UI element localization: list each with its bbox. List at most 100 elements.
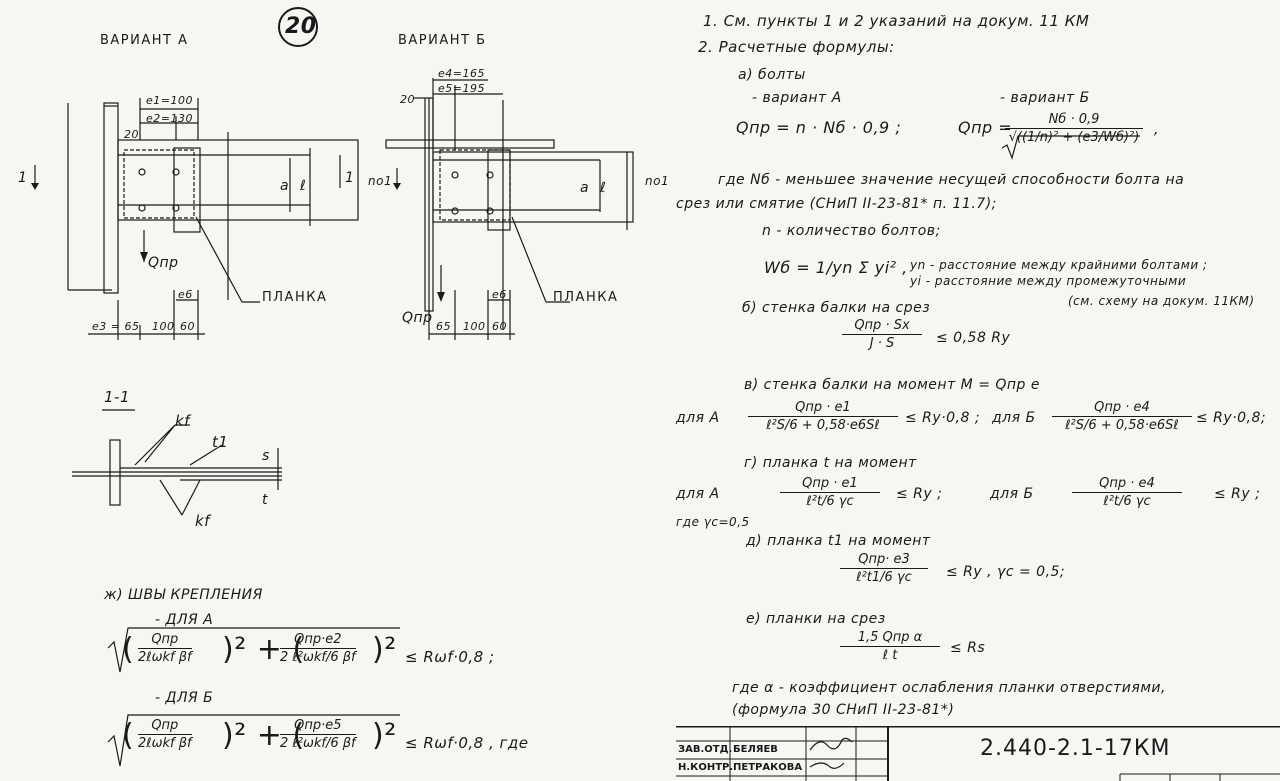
variant-a-e2: e2=130: [146, 112, 193, 125]
variant-b-section-right: no1: [645, 174, 670, 188]
formula-bolts-b-den: √((1/n)² + (e3/Wб)²): [1008, 130, 1140, 145]
formula-v-b-rhs: ≤ Ry·0,8;: [1196, 410, 1267, 426]
variant-b-d65: 65: [436, 320, 451, 333]
weld-b-term1-num: Qпр: [138, 718, 192, 735]
variant-a-e1: e1=100: [146, 94, 193, 107]
note-n-def: n - количество болтов;: [762, 223, 941, 239]
formula-g-b: Qпр · e4 ℓ²t/6 γc: [1072, 476, 1182, 509]
formula-b-num: Qпр · Sx: [842, 318, 922, 335]
weld-a-paren: (: [122, 632, 135, 667]
weld-a-close: )²: [372, 632, 397, 667]
note-yi-def: yi - расстояние между промежуточными: [910, 274, 1187, 288]
formula-g-b-rhs: ≤ Ry ;: [1214, 486, 1261, 502]
weld-b-term2-num: Qпр·e5: [280, 718, 356, 735]
weld-b-term1-den: 2ℓωkf βf: [138, 736, 192, 751]
formula-v-a: Qпр · e1 ℓ²S/6 + 0,58·e6Sℓ: [748, 400, 898, 433]
section-s: s: [262, 448, 270, 464]
weld-a-term1: Qпр 2ℓωkf βf: [138, 632, 192, 665]
note-e-plates-shear: е) планки на срез: [746, 611, 886, 627]
stamp-role-2: Н.КОНТР.: [678, 762, 734, 773]
weld-a-term1-num: Qпр: [138, 632, 192, 649]
formula-bolts-b: Nб · 0,9 √((1/n)² + (e3/Wб)²): [1005, 112, 1143, 145]
variant-a-d60: 60: [180, 320, 195, 333]
formula-v-a-den: ℓ²S/6 + 0,58·e6Sℓ: [766, 418, 880, 433]
weld-b-close: )²: [372, 718, 397, 753]
note-alpha-1: где α - коэффициент ослабления планки от…: [732, 680, 1166, 696]
weld-a-term1-den: 2ℓωkf βf: [138, 650, 192, 665]
formula-g-a: Qпр · e1 ℓ²t/6 γc: [780, 476, 880, 509]
sheet-code: 2.440-2.1-17КМ: [980, 736, 1171, 761]
variant-b-e5: e5=195: [438, 82, 485, 95]
note-2: 2. Расчетные формулы:: [698, 38, 895, 56]
formula-g-a-rhs: ≤ Ry ;: [896, 486, 943, 502]
note-var-b: - вариант Б: [1000, 90, 1090, 106]
stamp-grid: [676, 726, 1280, 781]
formula-e-rhs: ≤ Rs: [950, 640, 986, 656]
weld-b-paren: (: [122, 718, 135, 753]
formula-b-den: J · S: [869, 336, 895, 351]
variant-b-plate-label: ПЛАНКА: [553, 290, 619, 305]
note-where-1: где Nб - меньшее значение несущей способ…: [718, 172, 1185, 188]
note-alpha-2: (формула 30 СНиП II-23-81*): [732, 702, 955, 718]
variant-b-title: ВАРИАНТ Б: [398, 33, 487, 48]
weld-b-plus: )² + (: [222, 718, 305, 753]
formula-v-a-rhs: ≤ Ry·0,8 ;: [905, 410, 981, 426]
formula-e-num: 1,5 Qпр α: [840, 630, 940, 647]
welds-for-a: - ДЛЯ А: [155, 612, 214, 628]
note-yn-def: yn - расстояние между крайними болтами ;: [910, 258, 1208, 272]
variant-b-e6: e6: [492, 288, 507, 301]
note-scheme-ref: (см. схему на докум. 11КМ): [1068, 294, 1255, 308]
formula-bolts-b-num: Nб · 0,9: [1005, 112, 1143, 129]
weld-b-term1: Qпр 2ℓωkf βf: [138, 718, 192, 751]
variant-a-load: Qпр: [148, 255, 179, 271]
note-g-plate-moment: г) планка t на момент: [744, 455, 917, 471]
note-gamma-c: где γc=0,5: [676, 515, 750, 529]
stamp-role-1: ЗАВ.ОТД.: [678, 744, 733, 755]
variant-b-d60: 60: [492, 320, 507, 333]
welds-title: ж) ШВЫ КРЕПЛЕНИЯ: [104, 587, 263, 603]
weld-a-plus: )² + (: [222, 632, 305, 667]
variant-b-d20: 20: [400, 93, 415, 106]
variant-a-title: ВАРИАНТ А: [100, 33, 189, 48]
variant-a-dim-l: ℓ: [300, 178, 307, 194]
sheet-number: 20: [285, 14, 317, 39]
variant-b-d100: 100: [463, 320, 486, 333]
formula-g-for-a: для А: [676, 486, 720, 502]
formula-d-num: Qпр· e3: [840, 552, 928, 569]
welds-for-b: - ДЛЯ Б: [155, 690, 214, 706]
weld-b-term2: Qпр·e5 2 ℓ²ωkf/6 βf: [280, 718, 356, 751]
variant-a-plate-label: ПЛАНКА: [262, 290, 328, 305]
variant-b-e4: e4=165: [438, 67, 485, 80]
weld-b-term2-den: 2 ℓ²ωkf/6 βf: [280, 736, 356, 751]
weld-a-term2-num: Qпр·e2: [280, 632, 356, 649]
variant-a-section-right: 1: [345, 170, 355, 186]
variant-a-d20: 20: [124, 128, 139, 141]
stamp-name-1: БЕЛЯЕВ: [733, 744, 778, 755]
formula-v-b-den: ℓ²S/6 + 0,58·e6Sℓ: [1065, 418, 1179, 433]
variant-a-dim-a: a: [280, 178, 290, 194]
section-t1: t1: [212, 433, 229, 451]
section-title: 1-1: [104, 388, 130, 406]
variant-a-d100: 100: [152, 320, 175, 333]
formula-d: Qпр· e3 ℓ²t1/6 γc: [840, 552, 928, 585]
formula-g-b-den: ℓ²t/6 γc: [1103, 494, 1151, 509]
variant-a-e6: e6: [178, 288, 193, 301]
note-1: 1. См. пункты 1 и 2 указаний на докум. 1…: [703, 12, 1090, 30]
formula-wb: Wб = 1/yn Σ yi² ,: [764, 258, 908, 277]
note-where-2: срез или смятие (СНиП II-23-81* п. 11.7)…: [676, 196, 997, 212]
formula-v-a-num: Qпр · e1: [748, 400, 898, 417]
formula-g-b-num: Qпр · e4: [1072, 476, 1182, 493]
formula-g-a-den: ℓ²t/6 γc: [806, 494, 854, 509]
formula-v-b: Qпр · e4 ℓ²S/6 + 0,58·e6Sℓ: [1052, 400, 1192, 433]
note-a-bolts: а) болты: [738, 67, 806, 83]
formula-d-den: ℓ²t1/6 γc: [856, 570, 912, 585]
variant-a-e3: e3 = 65: [92, 320, 140, 333]
variant-b-section-left: no1: [368, 174, 393, 188]
note-b-wall-shear: б) стенка балки на срез: [742, 300, 931, 316]
formula-e: 1,5 Qпр α ℓ t: [840, 630, 940, 663]
variant-b-dim-l: ℓ: [600, 180, 607, 196]
variant-b-dim-a: a: [580, 180, 590, 196]
formula-g-for-b: для Б: [990, 486, 1034, 502]
weld-a-term2-den: 2 ℓ²ωkf/6 βf: [280, 650, 356, 665]
